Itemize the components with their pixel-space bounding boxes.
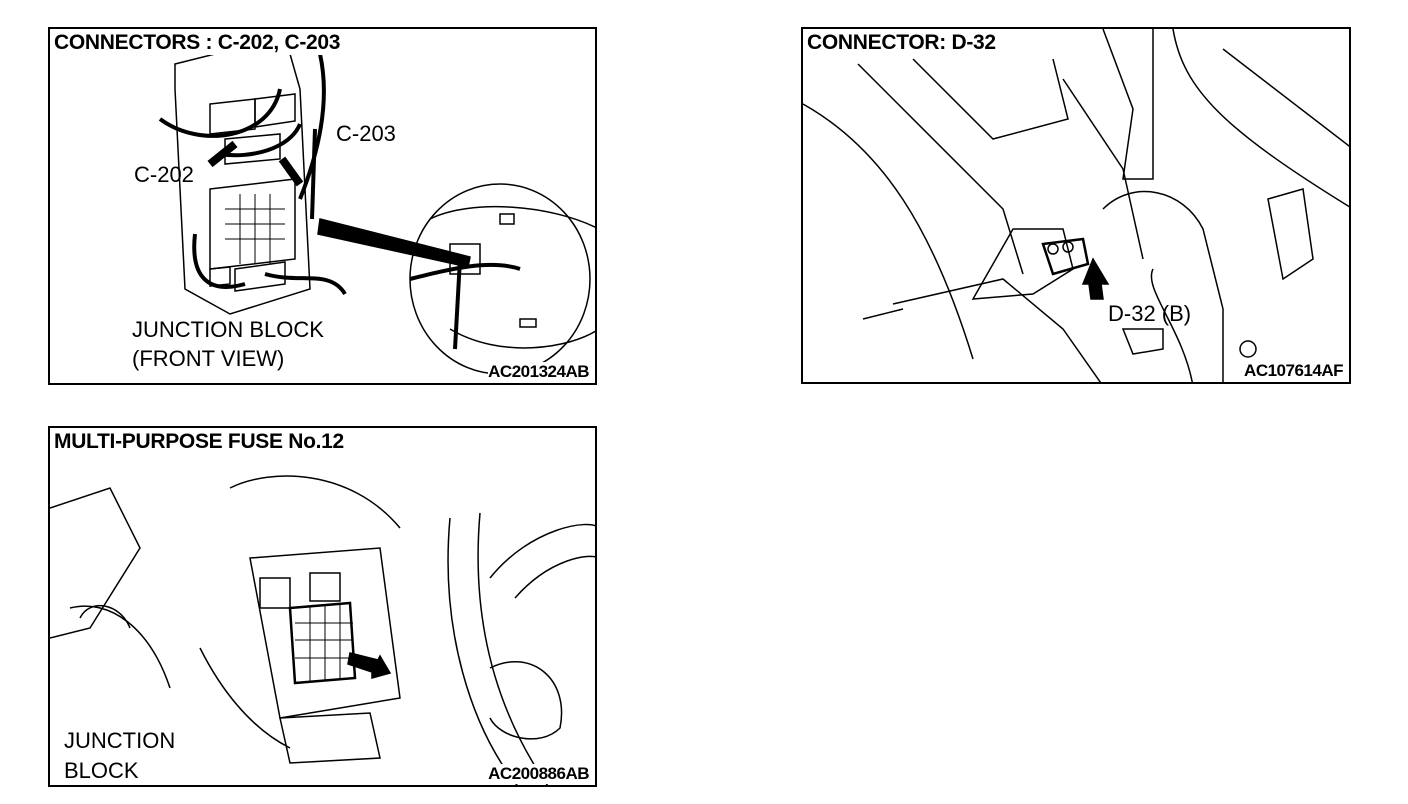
connectors-c202-c203-figure: CONNECTORS : C-202, C-203 C-203 C-202 JU… bbox=[48, 27, 597, 385]
figure-id: AC201324AB bbox=[488, 362, 589, 382]
junction-label: JUNCTION bbox=[64, 728, 176, 753]
console-illustration bbox=[803, 29, 1349, 382]
connector-d32-figure: CONNECTOR: D-32 D-32 (B) AC107614AF bbox=[801, 27, 1351, 384]
figure-title: MULTI-PURPOSE FUSE No.12 bbox=[54, 430, 346, 454]
figure-title: CONNECTOR: D-32 bbox=[807, 31, 998, 55]
multi-purpose-fuse-figure: MULTI-PURPOSE FUSE No.12 JUNCTION BLOCK … bbox=[48, 426, 597, 787]
figure-title: CONNECTORS : C-202, C-203 bbox=[54, 31, 343, 55]
figure-id: AC107614AF bbox=[1244, 361, 1343, 381]
d-32-b-label: D-32 (B) bbox=[1108, 301, 1192, 326]
c-203-label: C-203 bbox=[336, 121, 396, 146]
junction-block-label: JUNCTION BLOCK bbox=[132, 317, 324, 342]
junction-block-illustration bbox=[158, 43, 595, 375]
fuse-block-illustration bbox=[50, 475, 595, 785]
figure-id: AC200886AB bbox=[488, 764, 589, 784]
block-label: BLOCK bbox=[64, 758, 139, 783]
front-view-label: (FRONT VIEW) bbox=[132, 346, 285, 371]
c-202-label: C-202 bbox=[134, 162, 194, 187]
